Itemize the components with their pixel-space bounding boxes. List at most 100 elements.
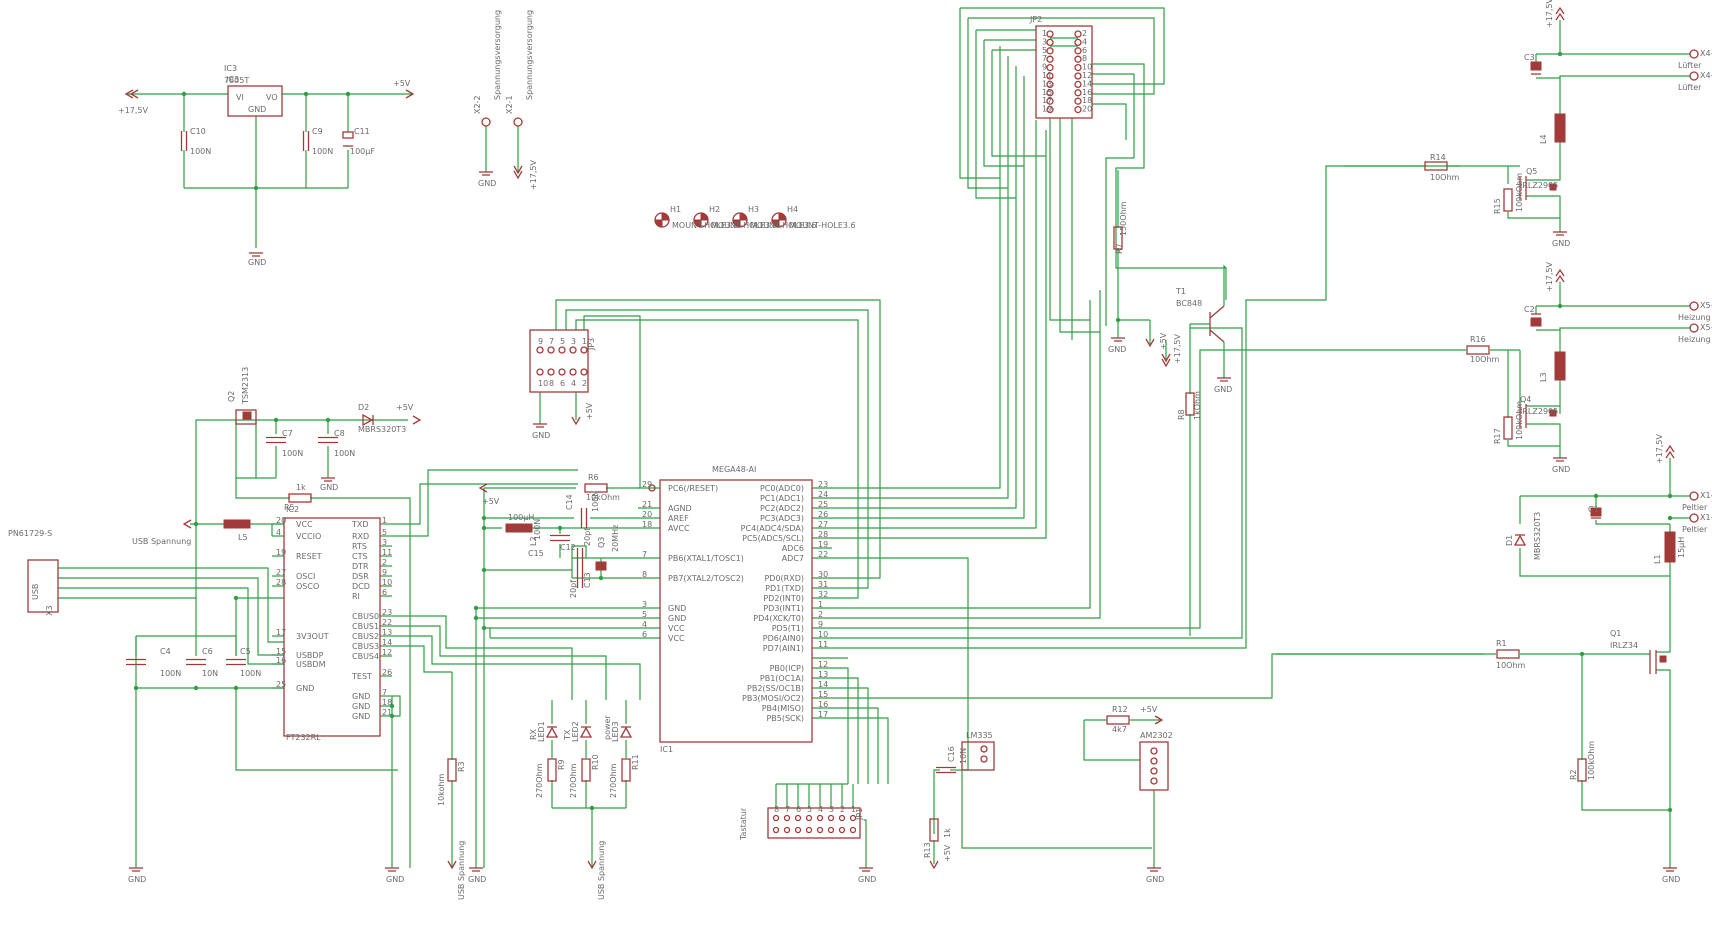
ref-label: D1 xyxy=(1505,535,1514,546)
wire xyxy=(1595,520,1670,525)
pin-number: 26 xyxy=(382,668,392,677)
inductor xyxy=(1664,531,1676,563)
pin-number: 3 xyxy=(1042,37,1047,46)
ref-label: R16 xyxy=(1470,335,1486,344)
ref-label: JP3 xyxy=(587,338,596,351)
value-label: 100kOhm xyxy=(1515,173,1524,212)
ref-label: JP1 xyxy=(855,808,864,821)
ref-label: H3 xyxy=(748,205,759,214)
pin-number: 20 xyxy=(642,510,652,519)
crystal xyxy=(595,561,607,571)
pin-number: 13 xyxy=(818,670,828,679)
wire xyxy=(195,419,240,524)
header-pin xyxy=(1074,80,1082,89)
pin-number: 7 xyxy=(785,805,790,814)
pin-number: 21 xyxy=(382,708,392,717)
ref-label: R15 xyxy=(1493,198,1502,214)
header-pin xyxy=(1046,38,1054,47)
pin-name: GND xyxy=(296,684,314,693)
junction xyxy=(473,615,479,621)
supply-arrow xyxy=(1665,450,1675,459)
wire xyxy=(832,66,1017,509)
pin-number: 3 xyxy=(382,538,387,547)
pin-number: 22 xyxy=(818,550,828,559)
ref-label: IC3 xyxy=(224,64,237,73)
ref-label: Q5 xyxy=(1526,167,1537,176)
supply-arrow xyxy=(1555,268,1565,277)
wire xyxy=(392,695,401,717)
pin-label: X5-1 xyxy=(1700,301,1712,310)
mount-hole xyxy=(739,212,748,221)
gnd-label: GND xyxy=(248,258,266,267)
pin-number: 4 xyxy=(818,805,823,814)
pin-label: X2-1 xyxy=(505,95,514,114)
wire xyxy=(1049,118,1090,321)
terminal xyxy=(1689,323,1699,333)
pin-number: 17 xyxy=(1042,96,1052,105)
junction xyxy=(473,605,479,611)
electrolytic-cap xyxy=(1590,507,1602,517)
header-pin xyxy=(805,826,813,834)
pin-number: 14 xyxy=(382,638,392,647)
ref-label: L1 xyxy=(1653,554,1662,564)
inductor xyxy=(505,523,533,533)
pin-name: RXD xyxy=(352,532,369,541)
resistor xyxy=(288,493,312,503)
wire xyxy=(832,76,1025,519)
pin-number: 28 xyxy=(818,530,828,539)
mount-hole xyxy=(778,212,787,221)
gnd-label: GND xyxy=(478,179,496,188)
junction xyxy=(589,805,595,811)
gnd-label: GND xyxy=(386,875,404,884)
header-pin xyxy=(1046,97,1054,105)
value-label: 20pf xyxy=(583,528,592,546)
junction xyxy=(1557,303,1563,309)
pin-number: 2 xyxy=(818,610,823,619)
pin-number: 6 xyxy=(560,379,565,388)
pin-name: PD4(XCK/T0) xyxy=(753,614,804,623)
value-label: 100N xyxy=(533,519,542,540)
pin-name: TEST xyxy=(351,672,372,681)
supply-arrow xyxy=(1555,6,1565,15)
connector-name: Peltier xyxy=(1682,525,1708,534)
pin-number: 4 xyxy=(571,379,576,388)
wire xyxy=(832,677,859,784)
pin-name: PB6(XTAL1/TOSC1) xyxy=(668,554,744,563)
pin-number: 16 xyxy=(1082,88,1092,97)
ref-label: AM2302 xyxy=(1140,731,1173,740)
rail-label: +5V xyxy=(482,497,500,506)
supply-arrow xyxy=(412,415,422,425)
junction xyxy=(1667,493,1673,499)
ref-label: R9 xyxy=(557,759,566,770)
pin-number: 3 xyxy=(571,337,576,346)
header-pin xyxy=(580,368,588,376)
supply-arrow xyxy=(1555,274,1565,283)
connector-name: Lüfter xyxy=(1678,61,1702,70)
connector-name: Spannungsversorgung xyxy=(525,10,534,100)
components xyxy=(27,6,1699,872)
pin-number: 5 xyxy=(642,610,647,619)
pin-name: PD2(INT0) xyxy=(763,594,804,603)
wire xyxy=(484,627,491,638)
rail-label: +5V xyxy=(1159,332,1168,350)
pin-number: 1 xyxy=(382,516,387,525)
pin-label: X4-1 xyxy=(1700,49,1712,58)
header-pin xyxy=(1046,72,1054,80)
ref-label: LM335 xyxy=(966,731,993,740)
pin-number: 14 xyxy=(818,680,828,689)
wire xyxy=(832,46,1001,489)
pin-name: USBDP xyxy=(296,651,324,660)
transistor xyxy=(1209,329,1225,343)
pin-name: PB3(MOSI/OC2) xyxy=(742,694,804,703)
value-label: 10kOhm xyxy=(586,493,620,502)
pin-name: RTS xyxy=(352,542,367,551)
value-label: 1kOhm xyxy=(1193,391,1202,420)
ref-label: C6 xyxy=(202,647,213,656)
junction xyxy=(1667,807,1673,813)
pin-number: 18 xyxy=(642,520,652,529)
junction xyxy=(1579,651,1585,657)
supply-arrow xyxy=(1145,338,1155,348)
pin-number: 5 xyxy=(1042,46,1047,55)
resistor xyxy=(929,818,939,842)
pin-number: 27 xyxy=(818,520,828,529)
